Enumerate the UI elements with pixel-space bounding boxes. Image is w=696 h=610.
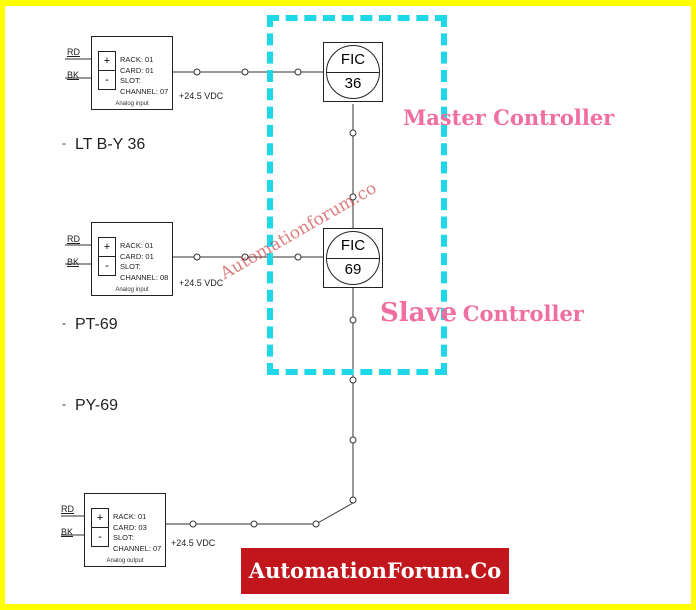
card-line: CARD: 01 xyxy=(120,251,154,261)
terminal-minus: - xyxy=(105,74,109,86)
terminal-block: + - xyxy=(98,51,116,90)
terminal-block: + - xyxy=(98,237,116,276)
channel-line: CHANNEL: 08 xyxy=(120,272,169,282)
card-line: CARD: 01 xyxy=(120,65,154,75)
slot-line: SLOT: xyxy=(120,76,141,85)
card-address: RACK: 01 CARD: 03 SLOT: CHANNEL: 07 xyxy=(113,512,161,554)
card-address: RACK: 01 CARD: 01 SLOT: CHANNEL: 08 xyxy=(120,241,168,283)
junction-dot xyxy=(349,129,357,137)
diagram-canvas: RD BK + - RACK: 01 CARD: 01 SLOT: CHANNE… xyxy=(5,6,691,604)
junction-dot xyxy=(193,253,201,261)
junction-dot xyxy=(241,68,249,76)
wire-label-bk: BK xyxy=(61,527,74,537)
controller-loop: 69 xyxy=(344,261,362,278)
junction-dot xyxy=(312,520,320,528)
channel-line: CHANNEL: 07 xyxy=(120,86,169,96)
wire-label-bk: BK xyxy=(67,257,80,267)
instrument-bubble: FIC 69 xyxy=(326,231,380,285)
controller-function: FIC xyxy=(340,237,366,254)
junction-dot xyxy=(349,193,357,201)
supply-voltage: +24.5 VDC xyxy=(179,278,224,288)
junction-dot xyxy=(250,520,258,528)
io-card-analog-input-1: + - RACK: 01 CARD: 01 SLOT: CHANNEL: 07 … xyxy=(91,36,173,110)
channel-line: CHANNEL: 07 xyxy=(113,543,162,553)
io-card-analog-output: + - RACK: 01 CARD: 03 SLOT: CHANNEL: 07 … xyxy=(84,493,166,567)
master-controller-label: Master Controller xyxy=(403,105,615,130)
controller-function: FIC xyxy=(340,51,366,68)
slot-line: SLOT: xyxy=(113,533,134,542)
terminal-block: + - xyxy=(91,508,109,547)
junction-dot xyxy=(294,253,302,261)
io-card-analog-input-2: + - RACK: 01 CARD: 01 SLOT: CHANNEL: 08 … xyxy=(91,222,173,296)
brand-banner[interactable]: AutomationForum.Co xyxy=(241,548,509,594)
card-line: CARD: 03 xyxy=(113,522,147,532)
card-type: Analog input xyxy=(115,287,149,293)
junction-dot xyxy=(193,68,201,76)
tag-dash: - xyxy=(62,136,66,150)
terminal-plus: + xyxy=(99,52,115,71)
tag-dash: - xyxy=(62,316,66,330)
junction-dot xyxy=(349,316,357,324)
rack-line: RACK: 01 xyxy=(120,55,154,64)
slave-word: Slave xyxy=(380,298,458,328)
supply-voltage: +24.5 VDC xyxy=(171,538,216,548)
supply-voltage: +24.5 VDC xyxy=(179,91,224,101)
card-type: Analog input xyxy=(115,101,149,107)
tag-dash: - xyxy=(62,397,66,411)
slot-line: SLOT: xyxy=(120,262,141,271)
rack-line: RACK: 01 xyxy=(120,241,154,250)
junction-dot xyxy=(349,376,357,384)
terminal-plus: + xyxy=(99,238,115,257)
tag-py-69: PY-69 xyxy=(75,397,118,414)
controller-fic-36: FIC 36 xyxy=(323,42,383,102)
output-link-diagonal xyxy=(315,502,354,525)
controller-loop: 36 xyxy=(344,75,362,92)
junction-dot xyxy=(189,520,197,528)
wiring-layer xyxy=(61,58,357,536)
junction-dot xyxy=(349,496,357,504)
terminal-minus: - xyxy=(98,531,102,543)
highlight-frame xyxy=(267,15,447,375)
wire-label-rd: RD xyxy=(67,234,80,244)
controller-fic-69: FIC 69 xyxy=(323,228,383,288)
junction-dot xyxy=(349,436,357,444)
instrument-bubble: FIC 36 xyxy=(326,45,380,99)
card-address: RACK: 01 CARD: 01 SLOT: CHANNEL: 07 xyxy=(120,55,168,97)
junction-dot xyxy=(241,253,249,261)
controller-word: Controller xyxy=(462,301,584,326)
card-type: Analog output xyxy=(106,558,144,564)
terminal-minus: - xyxy=(105,260,109,272)
wire-label-rd: RD xyxy=(67,47,80,57)
tag-pt-69: PT-69 xyxy=(75,316,118,333)
tag-lt-b-y-36: LT B-Y 36 xyxy=(75,136,146,153)
wire-label-rd: RD xyxy=(61,504,74,514)
junction-dot xyxy=(294,68,302,76)
wire-label-bk: BK xyxy=(67,70,80,80)
slave-controller-label: Slave Controller xyxy=(380,298,584,328)
rack-line: RACK: 01 xyxy=(113,512,147,521)
terminal-plus: + xyxy=(92,509,108,528)
